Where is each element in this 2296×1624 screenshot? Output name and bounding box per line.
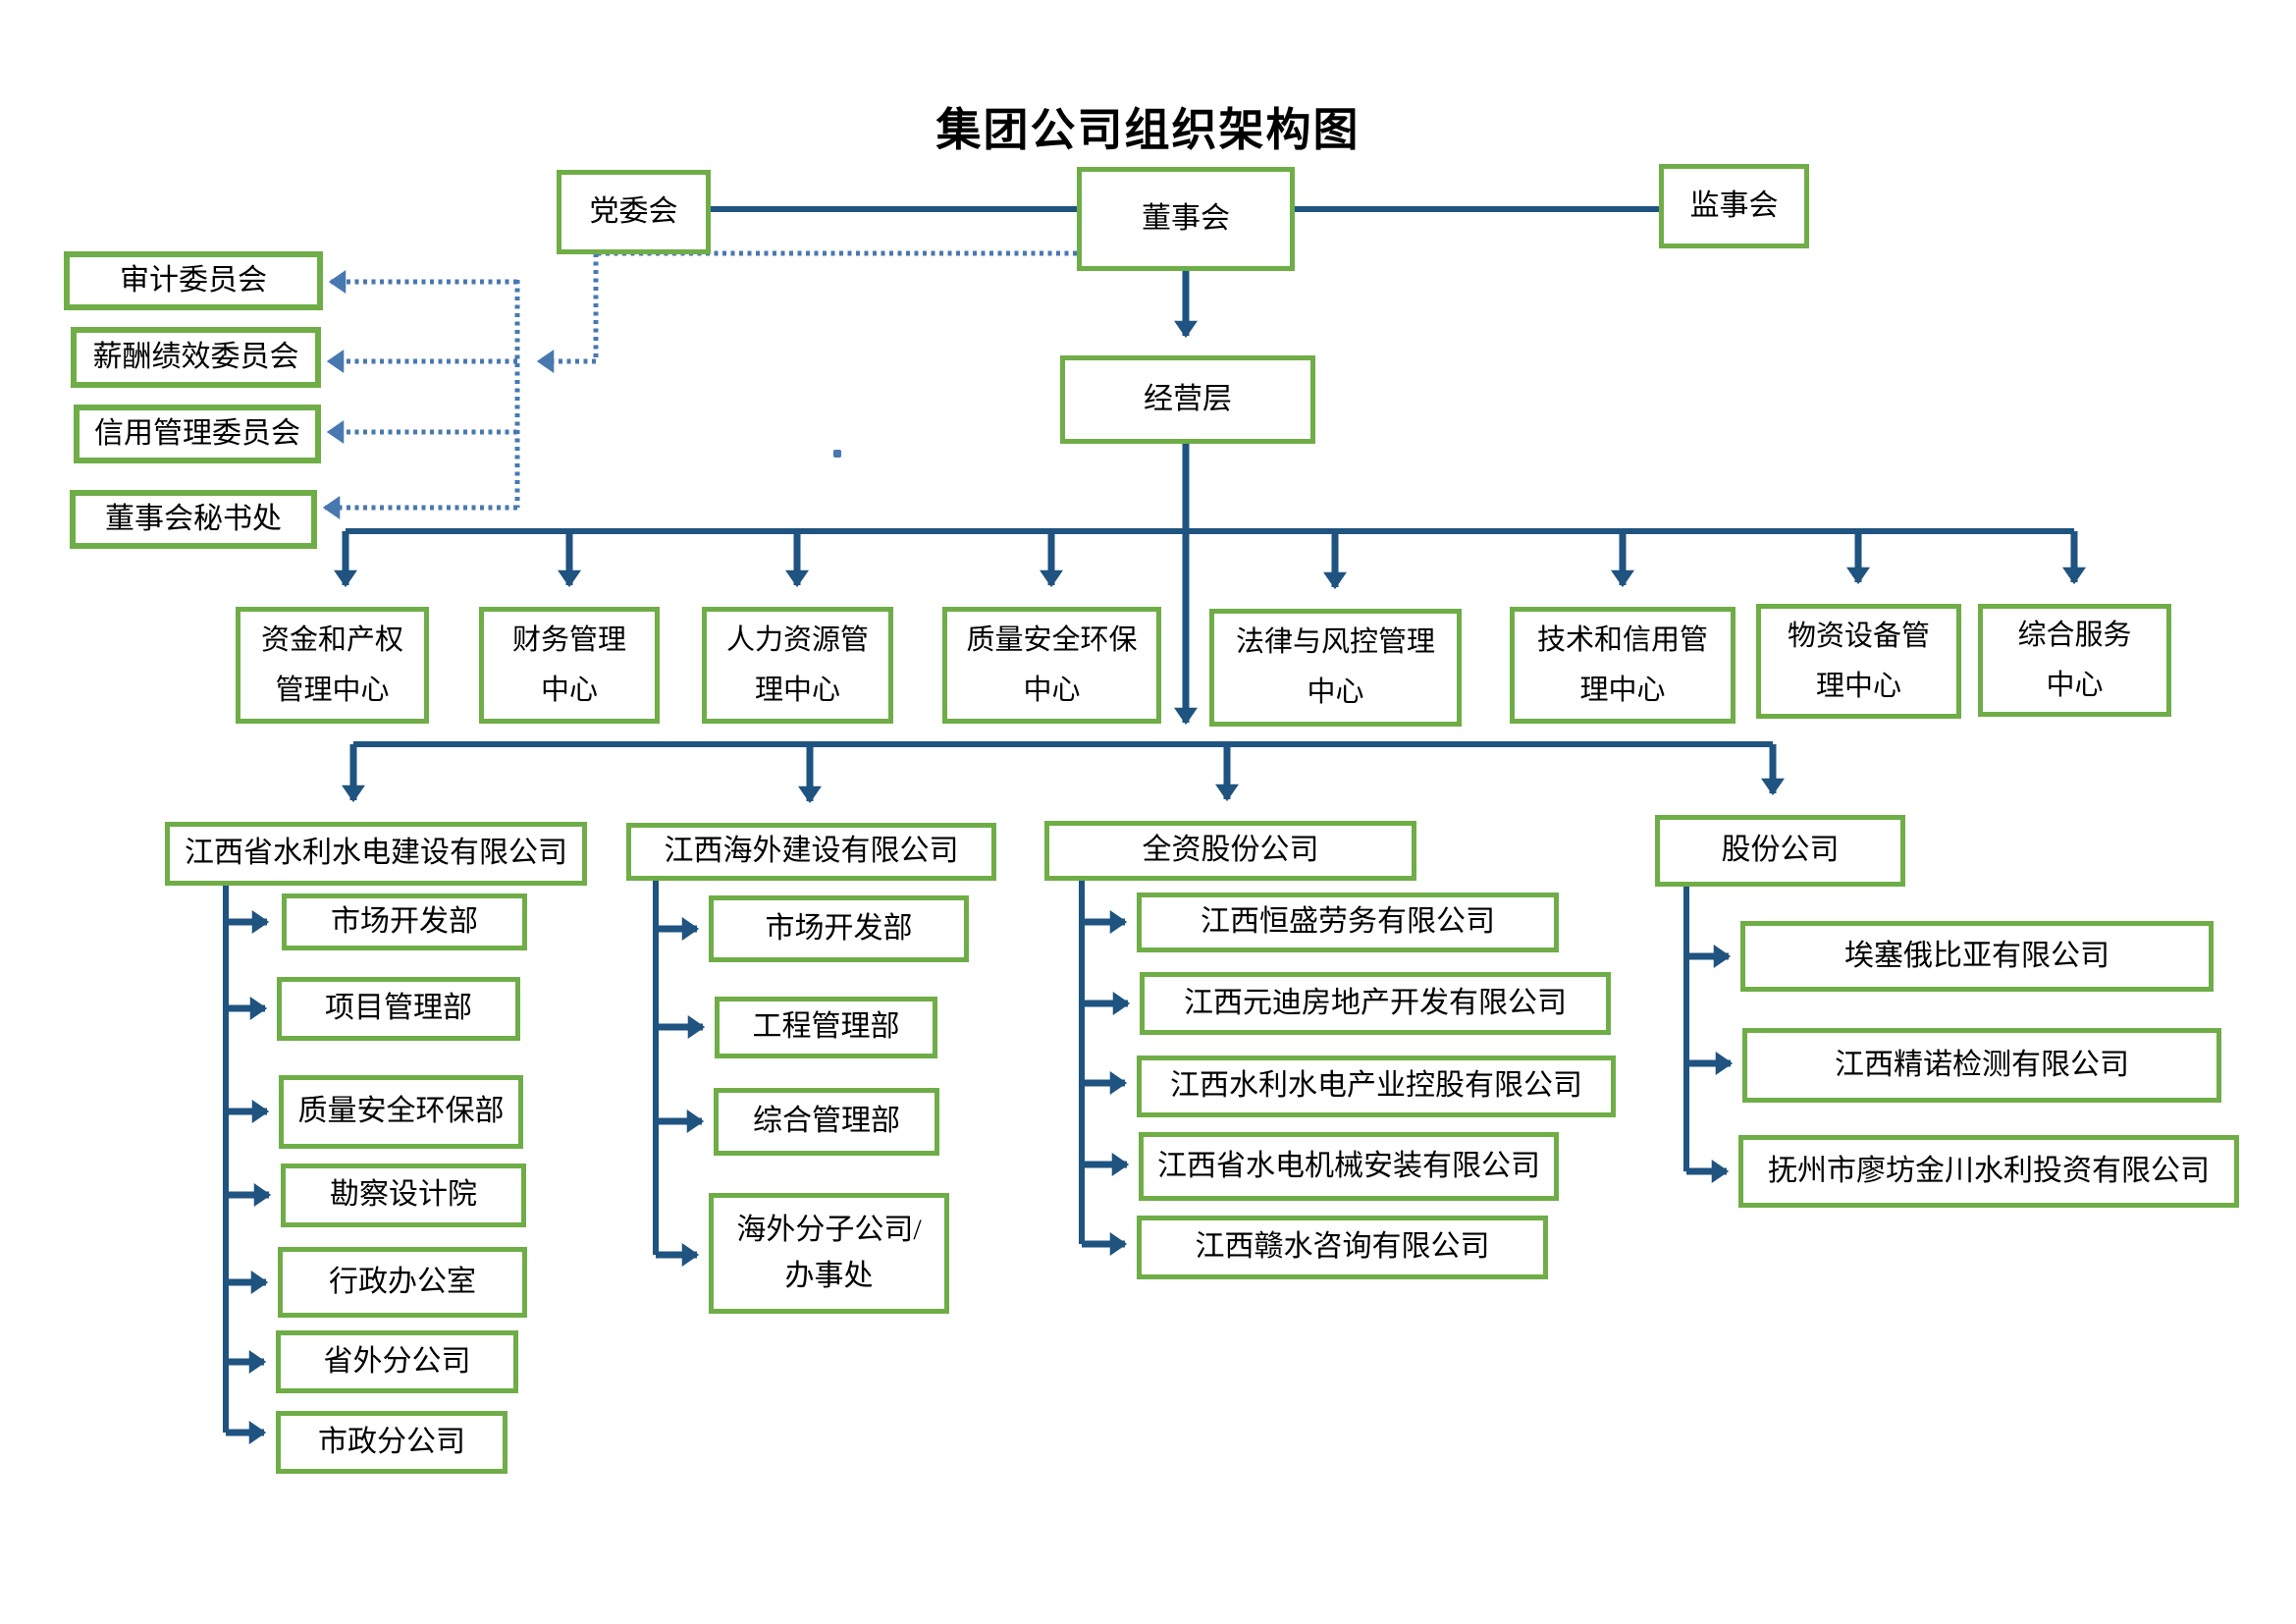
box-dept-out-of-province-branch: 省外分公司 [276,1330,518,1393]
stray-mark [833,450,841,458]
box-board-of-directors: 董事会 [1077,167,1295,271]
box-supervisory-board: 监事会 [1659,164,1809,248]
box-subsidiary-overseas-construction: 江西海外建设有限公司 [626,823,996,881]
box-center-capital-property: 资金和产权 管理中心 [236,607,429,724]
box-party-committee: 党委会 [557,170,711,254]
box-dept-municipal-branch: 市政分公司 [276,1411,507,1474]
box-center-general-services: 综合服务 中心 [1978,604,2171,717]
box-subsidiary-shareholding: 股份公司 [1655,815,1905,887]
box-center-legal-risk: 法律与风控管理 中心 [1209,609,1462,727]
box-company-liaofang-jinchuan-investment: 抚州市廖坊金川水利投资有限公司 [1738,1135,2239,1208]
box-dept-admin-office: 行政办公室 [278,1247,527,1318]
box-company-hengsheng-labor: 江西恒盛劳务有限公司 [1137,893,1559,952]
box-dept-market-development-1: 市场开发部 [282,893,527,950]
box-dept-survey-design-institute: 勘察设计院 [281,1164,526,1227]
box-compensation-performance-committee: 薪酬绩效委员会 [71,327,321,388]
box-credit-management-committee: 信用管理委员会 [74,405,321,463]
box-dept-overseas-branches-offices: 海外分子公司/ 办事处 [709,1193,949,1314]
box-center-tech-credit: 技术和信用管 理中心 [1510,607,1735,724]
page-title: 集团公司组织架构图 [935,105,1361,155]
box-center-hr: 人力资源管 理中心 [702,607,893,724]
box-subsidiary-wholly-owned: 全资股份公司 [1044,821,1416,881]
box-dept-market-development-2: 市场开发部 [709,895,969,962]
box-center-quality-safety: 质量安全环保 中心 [942,607,1161,724]
box-company-jingnuo-testing: 江西精诺检测有限公司 [1742,1028,2221,1103]
box-company-industry-holding: 江西水利水电产业控股有限公司 [1137,1056,1616,1117]
box-management-layer: 经营层 [1060,355,1315,444]
solid-wires [223,206,2086,1444]
box-dept-engineering-management: 工程管理部 [715,997,937,1058]
box-dept-general-management: 综合管理部 [714,1088,939,1156]
box-subsidiary-water-conservancy: 江西省水利水电建设有限公司 [165,822,587,886]
box-company-ethiopia: 埃塞俄比亚有限公司 [1740,921,2214,992]
box-company-yuandi-realestate: 江西元迪房地产开发有限公司 [1140,972,1611,1035]
box-company-machinery-installation: 江西省水电机械安装有限公司 [1139,1132,1559,1201]
box-company-ganshui-consulting: 江西赣水咨询有限公司 [1137,1216,1548,1279]
dotted-wires [322,250,1077,519]
box-dept-project-management: 项目管理部 [277,977,520,1041]
box-center-materials-equipment: 物资设备管 理中心 [1756,604,1961,719]
box-dept-quality-safety-env: 质量安全环保部 [279,1075,523,1149]
box-board-secretariat: 董事会秘书处 [70,490,317,549]
box-audit-committee: 审计委员会 [64,251,323,310]
box-center-finance: 财务管理 中心 [479,607,660,724]
